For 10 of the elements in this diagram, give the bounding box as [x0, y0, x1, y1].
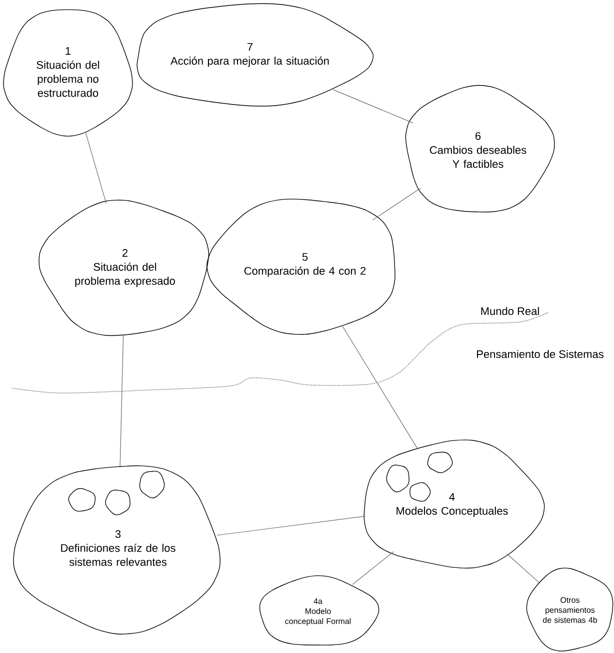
connector-line: [372, 188, 422, 220]
connector-line: [85, 131, 107, 204]
region-label: Mundo Real: [481, 306, 539, 316]
connector-line: [120, 334, 124, 466]
connector-line: [352, 551, 394, 585]
connector-line: [216, 516, 366, 536]
connector-line: [342, 325, 418, 448]
connector-line: [332, 89, 414, 124]
region-label: Pensamiento de Sistemas: [477, 350, 604, 358]
connector-line: [506, 553, 540, 583]
